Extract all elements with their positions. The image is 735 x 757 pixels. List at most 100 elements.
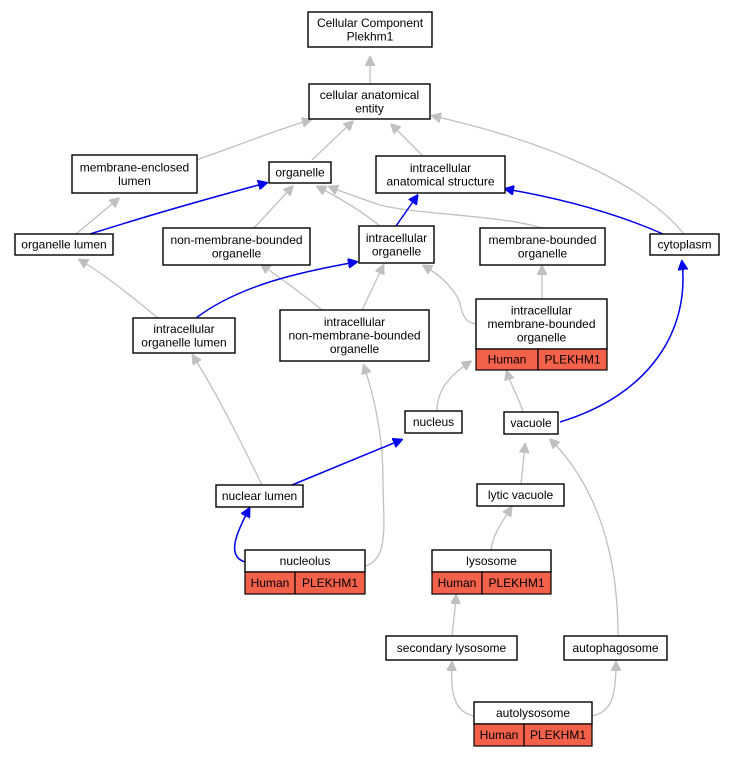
node-box (404, 410, 463, 434)
annotation-species: Human (438, 576, 477, 590)
node-box (385, 635, 518, 661)
edge-lysosome-lvac (490, 508, 511, 551)
node-box (649, 233, 720, 256)
annotation-gene: PLEKHM1 (302, 576, 358, 590)
node-organelle[interactable]: organelle (268, 161, 332, 184)
edge-mel-cae (195, 120, 310, 161)
node-box (14, 233, 114, 256)
annotation-species: Human (488, 353, 527, 367)
node-box (307, 11, 433, 48)
edge-vacuole-cyto (559, 262, 683, 423)
node-box (563, 635, 668, 661)
annotation-gene: PLEKHM1 (544, 353, 600, 367)
node-label: organelle (275, 166, 325, 180)
node-label: Cellular Component (317, 16, 424, 30)
node-imbo[interactable]: intracellularmembrane-boundedorganelleHu… (475, 298, 608, 371)
annotation-gene-cell (481, 571, 552, 595)
edge-nmbo-organelle (253, 187, 292, 229)
node-label: organelle (330, 342, 380, 356)
node-box (215, 484, 304, 508)
node-label: autolysosome (496, 706, 570, 720)
node-label: intracellular (410, 161, 471, 175)
node-label: lytic vacuole (488, 488, 554, 502)
node-label: lumen (118, 174, 151, 188)
node-inmbo[interactable]: intracellularnon-membrane-boundedorganel… (279, 309, 430, 362)
edge-imbo-io (424, 266, 477, 325)
edge-lvac-vacuole (521, 445, 525, 485)
node-label: organelle (212, 246, 262, 260)
node-label: organelle lumen (141, 335, 226, 349)
edge-vacuole-imbo (507, 372, 524, 413)
edge-nucleolus-inmbo (364, 366, 385, 567)
node-box (132, 317, 236, 354)
node-nucleus[interactable]: nucleus (404, 410, 463, 434)
edge-olumen-organelle (89, 183, 266, 235)
edge-olumen-mel (75, 199, 118, 235)
edge-iol-olumen (80, 260, 159, 319)
node-box (479, 227, 606, 266)
edge-ias-cae (392, 125, 424, 157)
annotation-gene-cell (294, 571, 366, 595)
node-box (358, 225, 435, 264)
annotation-gene-cell (537, 348, 608, 371)
node-label: membrane-bounded (487, 317, 595, 331)
edge-slys-lysosome (452, 596, 456, 637)
node-slys[interactable]: secondary lysosome (385, 635, 518, 661)
node-label: organelle (518, 246, 568, 260)
node-box (279, 309, 430, 362)
node-olumen[interactable]: organelle lumen (14, 233, 114, 256)
node-label: organelle (372, 244, 422, 258)
edge-autolys-autoph (591, 663, 616, 717)
node-label: non-membrane-bounded (170, 233, 302, 247)
node-label: intracellular (153, 322, 214, 336)
node-label: autophagosome (572, 641, 658, 655)
node-label: cytoplasm (657, 238, 711, 252)
node-label: organelle lumen (21, 238, 106, 252)
edge-cyto-ias (506, 189, 664, 235)
node-label: entity (355, 101, 384, 115)
node-autoph[interactable]: autophagosome (563, 635, 668, 661)
edge-iol-io (195, 262, 356, 319)
node-box (476, 483, 565, 507)
edge-autoph-vacuole (551, 440, 619, 637)
node-box (71, 154, 198, 194)
node-label: lysosome (466, 554, 517, 568)
node-vacuole[interactable]: vacuole (503, 411, 559, 435)
node-label: nucleolus (280, 554, 331, 568)
edge-cyto-cae (433, 116, 685, 235)
edge-nucleolus-nlumen (233, 509, 249, 563)
node-box (475, 298, 608, 350)
node-nlumen[interactable]: nuclear lumen (215, 484, 304, 508)
annotation-species: Human (480, 728, 519, 742)
annotation-species: Human (251, 576, 290, 590)
annotation-gene: PLEKHM1 (488, 576, 544, 590)
node-label: intracellular (511, 304, 572, 318)
node-label: membrane-enclosed (80, 160, 189, 174)
edge-inmbo-nmbo (262, 265, 323, 311)
edge-io-organelle (318, 187, 381, 227)
node-label: cellular anatomical (320, 88, 419, 102)
node-label: vacuole (510, 416, 552, 430)
node-cyto[interactable]: cytoplasm (649, 233, 720, 256)
node-label: membrane-bounded (488, 233, 596, 247)
node-box (268, 161, 332, 184)
node-label: Plekhm1 (347, 29, 394, 43)
node-box (375, 155, 506, 194)
node-label: intracellular (366, 231, 427, 245)
edge-inmbo-io (361, 266, 383, 311)
node-lvac[interactable]: lytic vacuole (476, 483, 565, 507)
edges (75, 58, 685, 717)
